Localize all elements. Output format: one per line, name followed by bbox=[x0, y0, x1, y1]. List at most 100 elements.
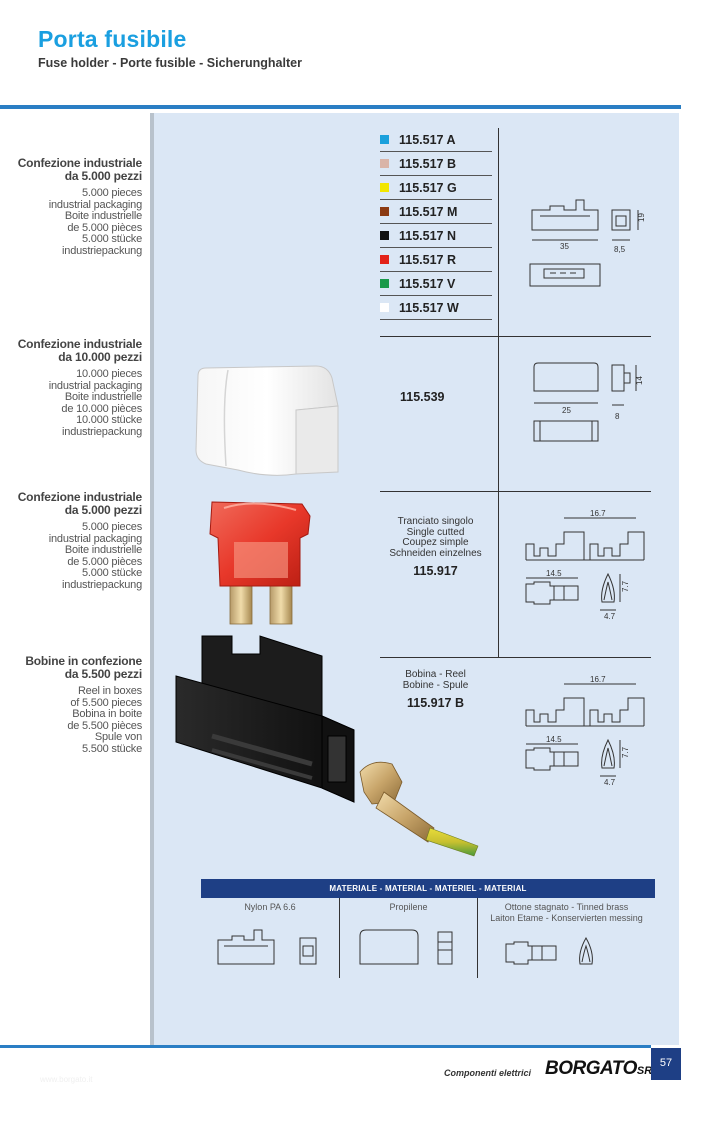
packaging-heading: da 5.500 pezzi bbox=[64, 667, 142, 681]
terminal-length-label: 14.5 bbox=[546, 735, 562, 744]
packaging-text: Reel in boxes bbox=[77, 685, 142, 697]
product-code-row: 115.517 B bbox=[380, 152, 492, 176]
page-title: Porta fusibile bbox=[38, 26, 187, 52]
packaging-text: industriepackung bbox=[62, 244, 142, 257]
packaging-text: Boite industrielle bbox=[64, 544, 142, 556]
product-code-row: 115.517 R bbox=[380, 248, 492, 272]
packaging-text: Boite industrielle bbox=[64, 210, 142, 222]
brand-logo: BORGATOSRL bbox=[545, 1058, 659, 1080]
terminal-height-label: 7.7 bbox=[621, 746, 630, 758]
material-brass-line: Laiton Etame - Konservierten messing bbox=[490, 913, 643, 923]
product-code-row: 115.517 M bbox=[380, 200, 492, 224]
product-code: 115.517 B bbox=[399, 156, 456, 171]
packaging-block: Confezione industriale da 10.000 pezzi 1… bbox=[18, 338, 142, 438]
holder-height-label: 19 bbox=[637, 213, 646, 222]
page-subtitle: Fuse holder - Porte fusible - Sicherungh… bbox=[38, 56, 302, 70]
packaging-text: 5.000 stücke bbox=[82, 233, 142, 245]
materials-heading: MATERIALE - MATERIAL - MATERIEL - MATERI… bbox=[201, 879, 655, 898]
cover-width-label: 25 bbox=[562, 406, 571, 415]
terminal-reel-desc: Bobina - Reel Bobine - Spule 115.917 B bbox=[378, 669, 493, 710]
row-divider bbox=[380, 491, 651, 492]
packaging-text: industriepackung bbox=[62, 425, 142, 438]
packaging-text: 5.500 stücke bbox=[82, 742, 142, 755]
packaging-text: industrial packaging bbox=[48, 198, 142, 211]
color-swatch bbox=[380, 255, 389, 264]
fuse-photo bbox=[209, 501, 311, 625]
product-code: 115.517 V bbox=[399, 276, 456, 291]
color-swatch bbox=[380, 279, 389, 288]
product-code: 115.517 W bbox=[399, 300, 459, 315]
terminal-width-label: 4.7 bbox=[604, 778, 616, 787]
brass-terminal-icon bbox=[505, 936, 593, 965]
column-divider bbox=[498, 128, 499, 658]
color-swatch bbox=[380, 135, 389, 144]
packaging-text: of 5.500 pieces bbox=[70, 696, 142, 709]
packaging-heading: da 10.000 pezzi bbox=[58, 350, 142, 364]
color-swatch bbox=[380, 159, 389, 168]
product-code-row: 115.517 W bbox=[380, 296, 492, 320]
cover-photo bbox=[195, 365, 339, 476]
product-code: 115.917 B bbox=[407, 696, 464, 710]
top-divider bbox=[0, 105, 681, 109]
cover-depth-label: 8 bbox=[615, 412, 620, 421]
packaging-text: 5.000 pieces bbox=[82, 521, 142, 533]
packaging-text: industriepackung bbox=[62, 578, 142, 591]
product-code: 115.917 bbox=[413, 564, 458, 578]
packaging-text: Boite industrielle bbox=[64, 391, 142, 403]
material-nylon: Nylon PA 6.6 bbox=[244, 902, 296, 912]
color-swatch bbox=[380, 303, 389, 312]
packaging-text: de 5.000 pièces bbox=[67, 221, 142, 234]
row-divider bbox=[380, 657, 651, 658]
packaging-text: de 5.000 pièces bbox=[67, 555, 142, 568]
product-code-row: 115.517 A bbox=[380, 128, 492, 152]
terminal-width-label: 4.7 bbox=[604, 612, 616, 621]
product-code-row: 115.517 V bbox=[380, 272, 492, 296]
terminal-drawing: 16.7 14.5 4.7 7.7 bbox=[525, 509, 645, 621]
packaging-text: 5.000 pieces bbox=[82, 187, 142, 199]
packaging-text: Bobina in boite bbox=[72, 708, 142, 720]
color-swatch bbox=[380, 183, 389, 192]
packaging-text: 5.000 stücke bbox=[82, 567, 142, 579]
row-divider bbox=[380, 336, 651, 337]
terminal-desc-line: Single cutted bbox=[406, 526, 465, 538]
packaging-heading: Bobine in confezione bbox=[25, 654, 142, 668]
product-code: 115.517 G bbox=[399, 180, 457, 195]
footer-components: Componenti elettrici bbox=[444, 1068, 532, 1078]
packaging-text: industrial packaging bbox=[48, 532, 142, 545]
holder-width-label: 35 bbox=[560, 242, 569, 251]
packaging-text: de 10.000 pièces bbox=[61, 402, 142, 415]
product-code: 115.539 bbox=[400, 390, 445, 404]
terminal-height-label: 7.7 bbox=[621, 580, 630, 592]
packaging-heading: Confezione industriale bbox=[17, 337, 142, 351]
packaging-block: Confezione industriale da 5.000 pezzi 5.… bbox=[18, 157, 142, 257]
strip-length-label: 16.7 bbox=[590, 509, 606, 518]
terminal-length-label: 14.5 bbox=[546, 569, 562, 578]
material-brass-line: Ottone stagnato - Tinned brass bbox=[504, 902, 629, 912]
packaging-text: 10.000 pieces bbox=[76, 368, 142, 380]
brand-name: BORGATO bbox=[545, 1058, 637, 1079]
packaging-text: de 5.500 pièces bbox=[67, 719, 142, 732]
holder-photo bbox=[175, 635, 479, 857]
panel-shadow bbox=[150, 113, 154, 1045]
material-brass: Ottone stagnato - Tinned brass Laiton Et… bbox=[478, 902, 655, 924]
packaging-text: Spule von bbox=[94, 731, 142, 743]
product-code: 115.517 R bbox=[399, 252, 456, 267]
packaging-heading: da 5.000 pezzi bbox=[64, 503, 142, 517]
terminal-desc-line: Bobine - Spule bbox=[402, 679, 469, 691]
materials-divider bbox=[477, 898, 478, 978]
strip-length-label: 16.7 bbox=[590, 675, 606, 684]
packaging-block: Confezione industriale da 5.000 pezzi 5.… bbox=[18, 491, 142, 591]
product-code: 115.517 M bbox=[399, 204, 458, 219]
product-code: 115.517 A bbox=[399, 132, 456, 147]
color-swatch bbox=[380, 231, 389, 240]
cover-drawing: 25 8 14 bbox=[533, 362, 644, 442]
packaging-heading: Confezione industriale bbox=[17, 156, 142, 170]
color-swatch bbox=[380, 207, 389, 216]
terminal-desc-line: Bobina - Reel bbox=[405, 669, 466, 680]
product-code-row: 115.517 N bbox=[380, 224, 492, 248]
product-code-row: 115.517 G bbox=[380, 176, 492, 200]
product-code: 115.517 N bbox=[399, 228, 456, 243]
page-number: 57 bbox=[651, 1048, 681, 1080]
terminal-single-desc: Tranciato singolo Single cutted Coupez s… bbox=[378, 516, 493, 578]
holder-depth-label: 8,5 bbox=[614, 245, 626, 254]
